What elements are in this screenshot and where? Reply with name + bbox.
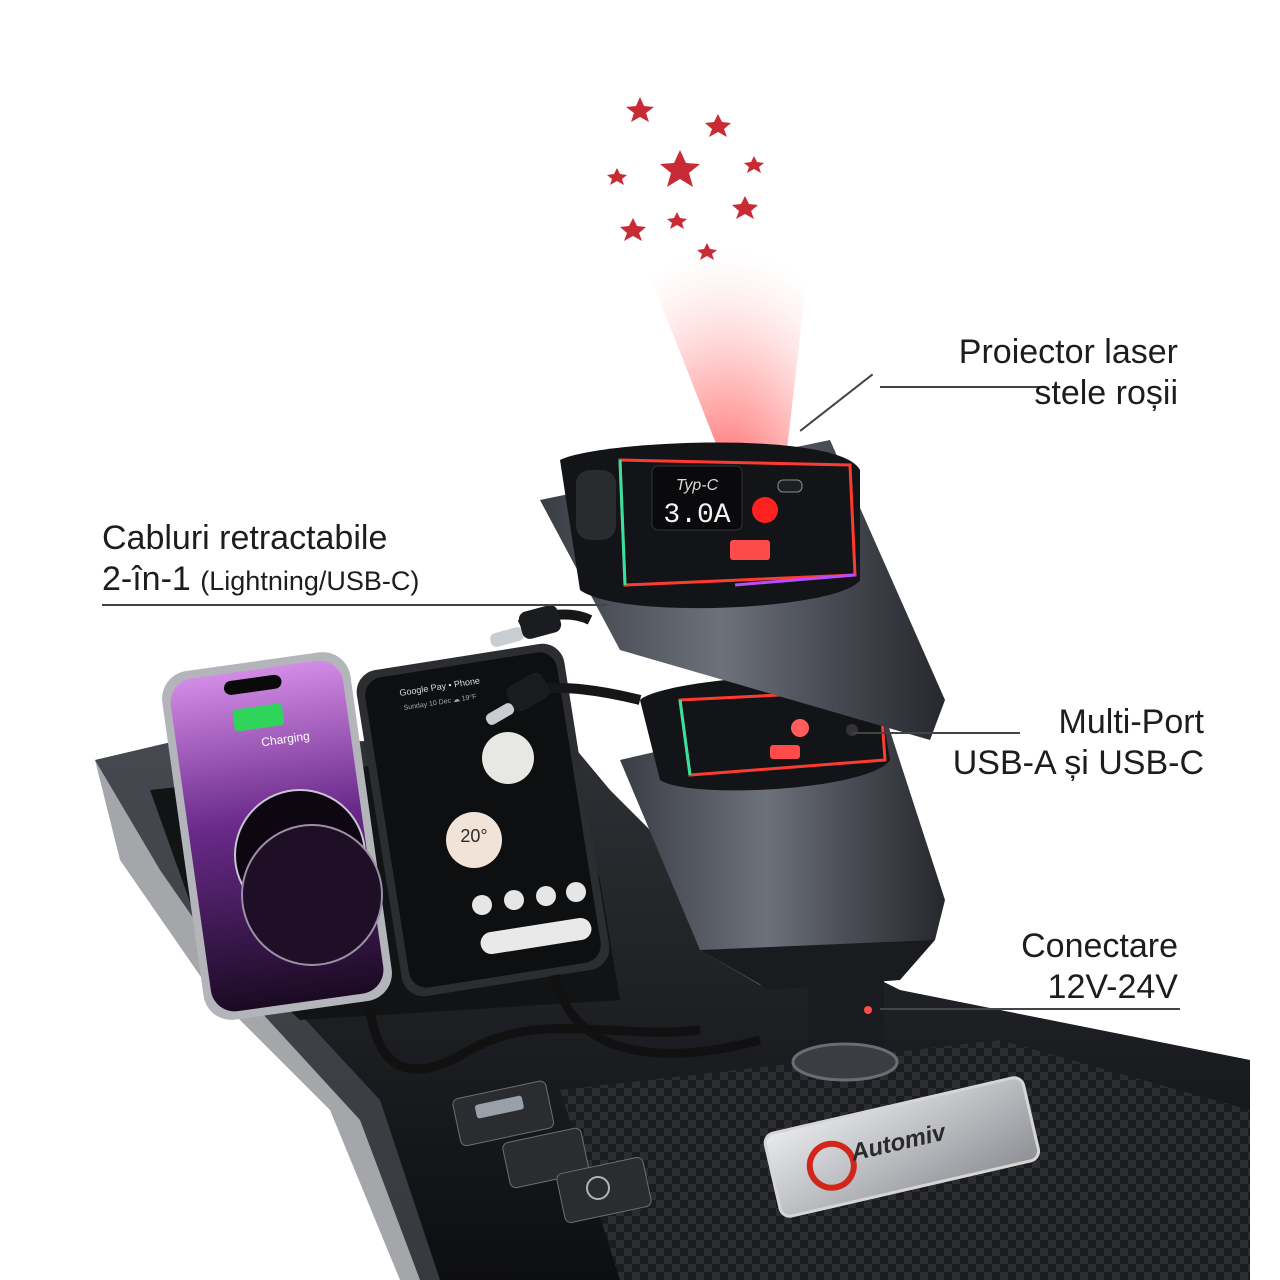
search-bar: [480, 917, 592, 955]
star-icon: [732, 196, 758, 219]
lower-laser-lens: [791, 719, 809, 737]
phone-right: [356, 643, 610, 997]
leader-connect: [880, 1008, 1180, 1010]
cable-slot: [576, 470, 616, 540]
parking-icon: [586, 1176, 610, 1200]
callout-cables-type: 2-în-1: [102, 560, 191, 598]
star-icon: [620, 218, 646, 241]
usbc-cable: [550, 974, 762, 1058]
charger-upper-body: [540, 440, 945, 740]
display-current: 3.0A: [663, 500, 730, 531]
app-icon: [472, 895, 492, 915]
callout-cables-note: (Lightning/USB-C): [200, 566, 420, 596]
leader-multiport: [852, 732, 1020, 734]
callout-connect-line2: 12V-24V: [1047, 968, 1178, 1006]
laser-lens: [752, 497, 778, 523]
callout-multiport: Multi-Port USB-A și USB-C: [880, 702, 1204, 784]
callout-laser: Proiector laser stele roșii: [880, 332, 1178, 414]
callout-cables: Cabluri retractabile 2-în-1 (Lightning/U…: [102, 518, 602, 602]
usbc-connector-icon: [490, 627, 524, 647]
phone-left: [162, 652, 392, 1020]
lightning-connector-icon: [485, 703, 515, 725]
console-buttons: [452, 1080, 652, 1223]
star-icon: [607, 168, 627, 185]
usb-icon: [475, 1095, 524, 1119]
plug-led: [864, 1006, 872, 1014]
button-icon: [846, 724, 858, 736]
callout-laser-line2: stele roșii: [1034, 374, 1178, 412]
socket-plug: [808, 960, 884, 1070]
laser-stars: [607, 97, 764, 260]
parking-brake-button: [556, 1157, 652, 1223]
callout-multiport-line2: USB-A și USB-C: [952, 744, 1204, 782]
battery-icon: [232, 703, 285, 732]
leader-laser: [880, 386, 1040, 388]
temperature-widget: [446, 812, 502, 868]
power-socket: [791, 1042, 899, 1082]
lightning-cable: [365, 1009, 701, 1074]
star-icon: [660, 150, 700, 187]
dynamic-island: [223, 674, 282, 695]
callout-connect: Conectare 12V-24V: [900, 926, 1178, 1008]
charging-label: Charging: [260, 729, 310, 750]
star-icon: [705, 114, 731, 137]
usb-c-port: [777, 479, 803, 493]
app-icon: [504, 890, 524, 910]
brand-plate: [763, 1076, 1041, 1218]
digital-display: [651, 465, 743, 531]
cable-clip: [482, 732, 534, 784]
app-icon: [536, 886, 556, 906]
display-mode: Typ-C: [676, 477, 719, 494]
star-icon: [667, 212, 687, 229]
usb-a-port: [770, 745, 800, 759]
star-icon: [626, 97, 654, 122]
brand-logo-icon: [806, 1140, 857, 1191]
callout-connect-line1: Conectare: [1021, 927, 1178, 965]
callout-cables-line2: 2-în-1 (Lightning/USB-C): [102, 559, 602, 602]
callout-laser-line1: Proiector laser: [958, 333, 1178, 371]
temperature-label: 20°: [460, 826, 487, 846]
app-icon: [566, 882, 586, 902]
callout-cables-line1: Cabluri retractabile: [102, 519, 388, 557]
star-icon: [744, 156, 764, 173]
callout-multiport-line1: Multi-Port: [1058, 703, 1204, 741]
usb-a-port: [730, 540, 770, 560]
leader-cables: [102, 604, 607, 606]
